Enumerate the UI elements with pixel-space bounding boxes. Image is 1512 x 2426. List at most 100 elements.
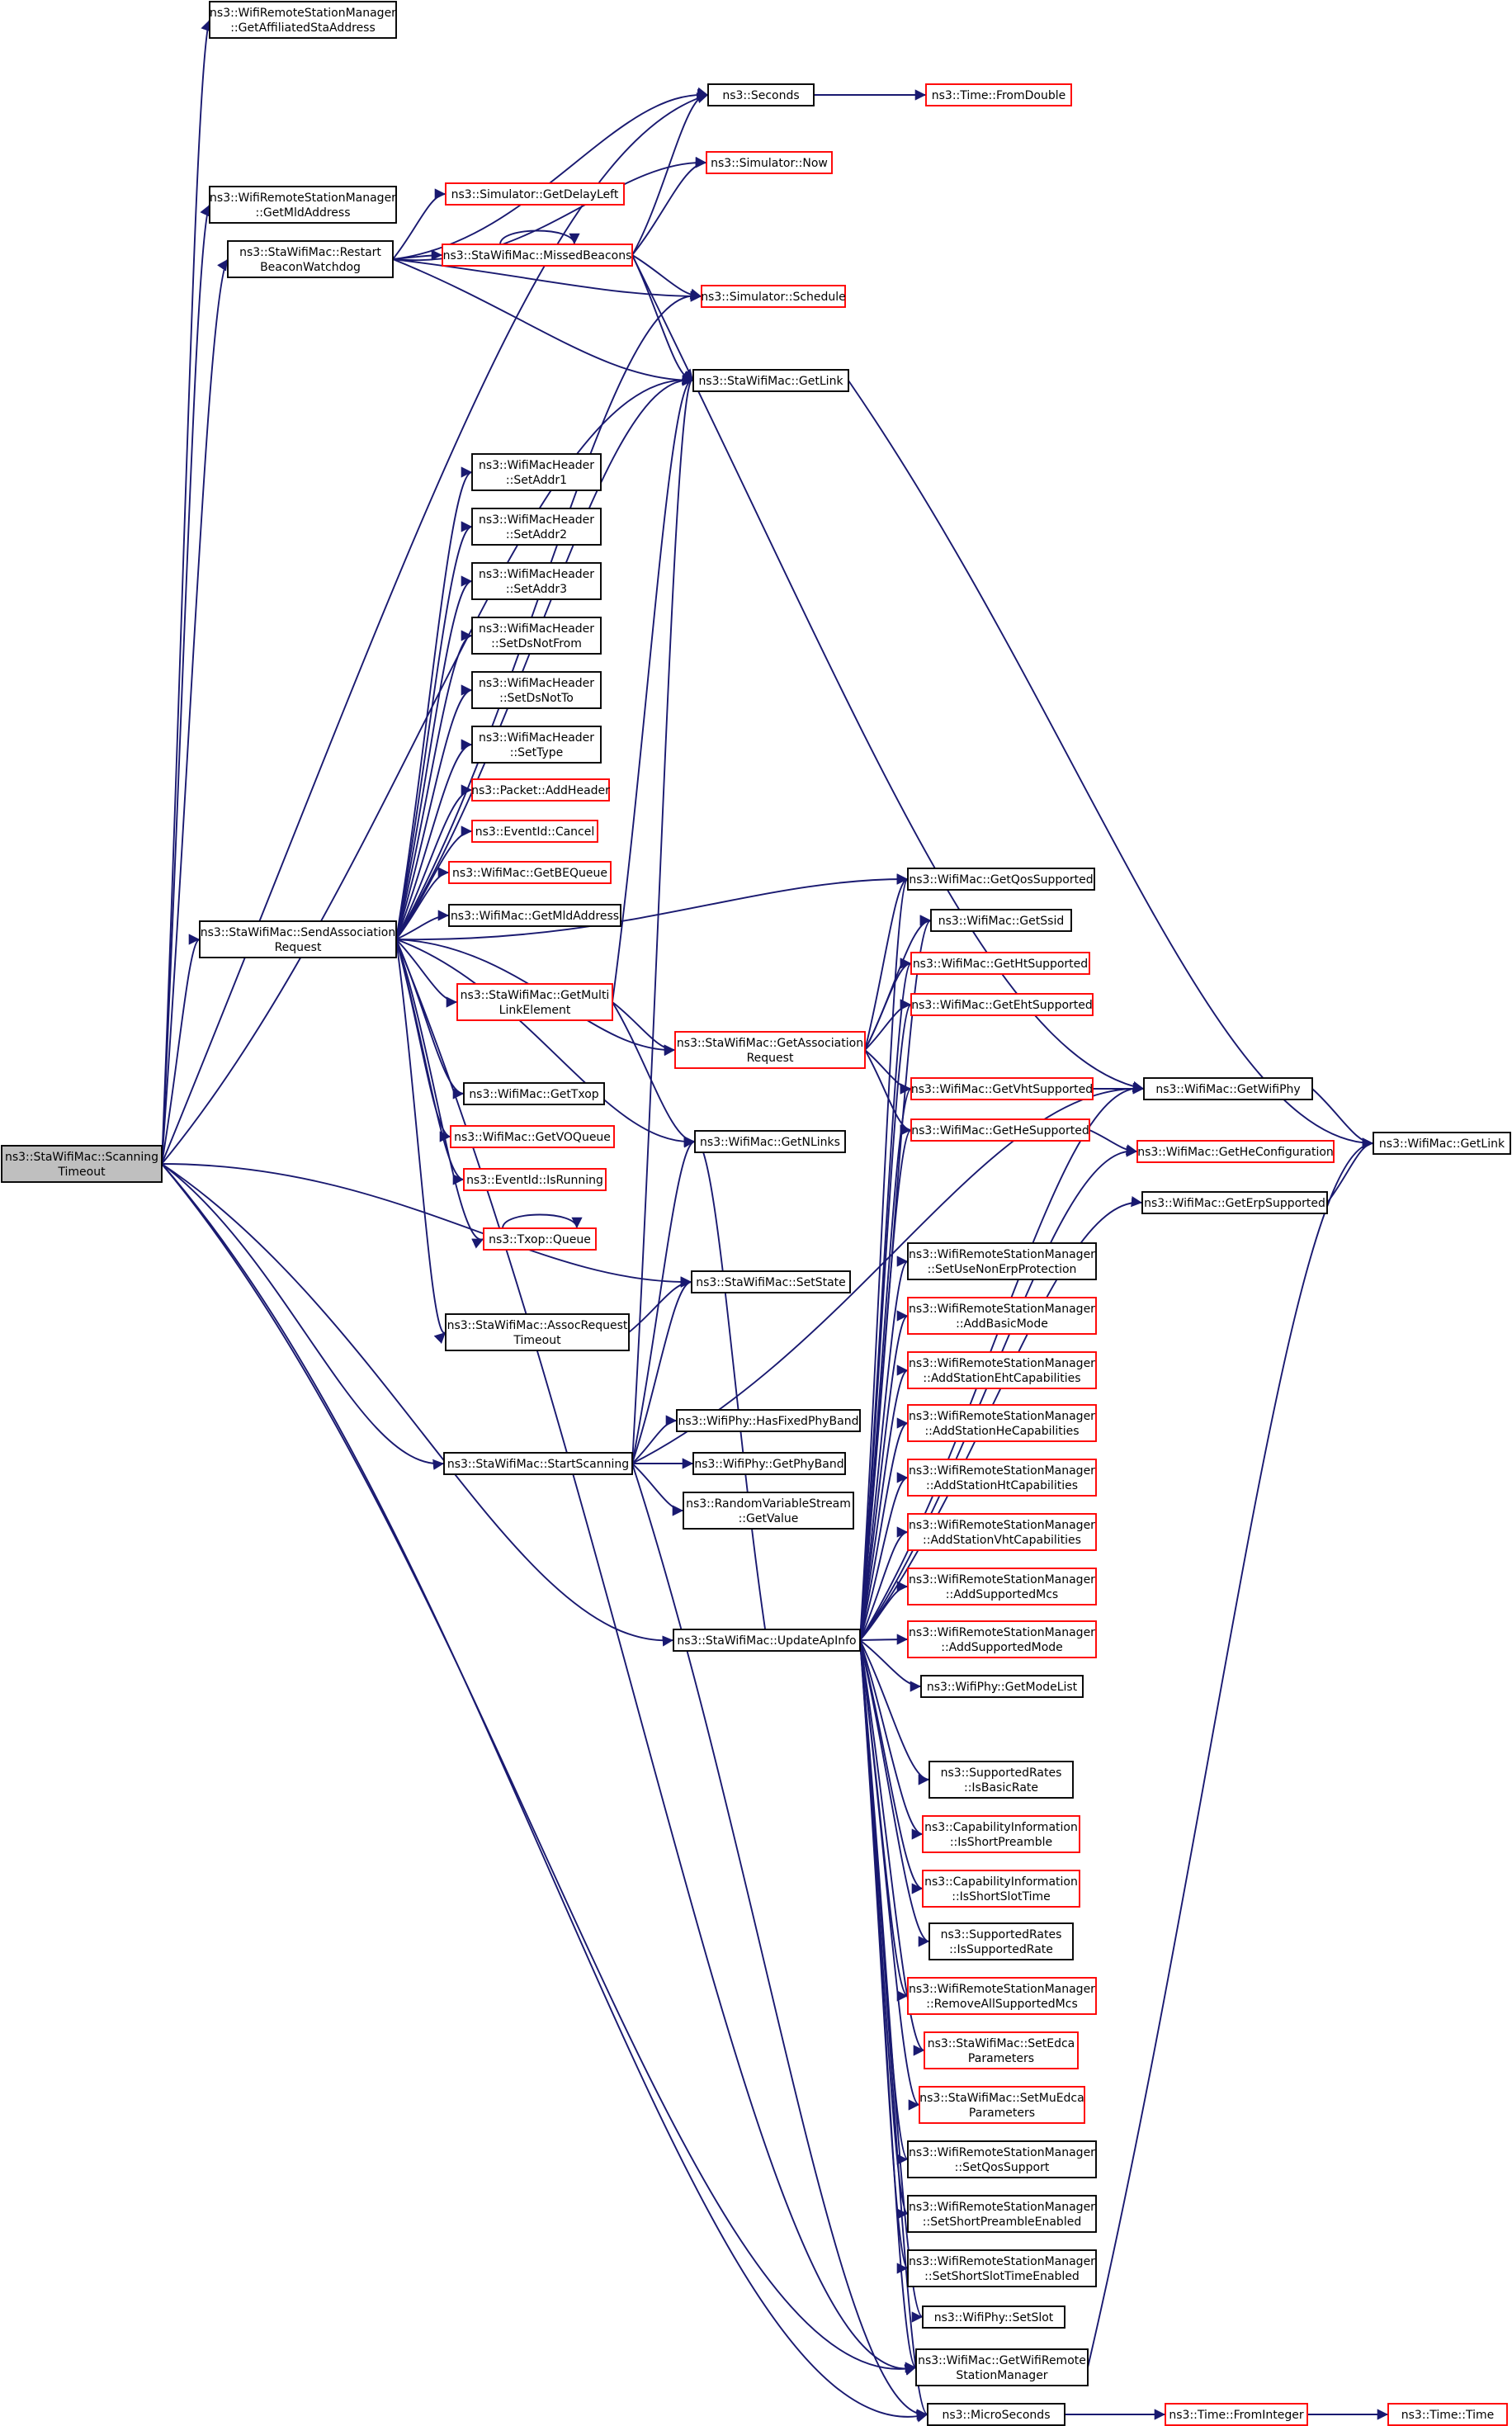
function-node[interactable]: ns3::Time::FromDouble <box>925 83 1072 106</box>
edge-n21-to-n66 <box>395 939 917 2376</box>
function-node[interactable]: ns3::WifiMacHeader::SetAddr2 <box>471 508 602 546</box>
function-node[interactable]: ns3::WifiMac::GetVhtSupported <box>910 1077 1094 1100</box>
function-node[interactable]: ns3::RandomVariableStream::GetValue <box>683 1492 854 1530</box>
function-node[interactable]: ns3::WifiRemoteStationManager::AddStatio… <box>907 1459 1097 1497</box>
node-box <box>707 83 815 106</box>
node-label: ::AddStationVhtCapabilities <box>923 1534 1081 1547</box>
function-node[interactable]: ns3::WifiRemoteStationManager::AddSuppor… <box>907 1620 1097 1658</box>
function-node[interactable]: ns3::StaWifiMac::MissedBeacons <box>442 244 633 267</box>
function-node[interactable]: ns3::EventId::IsRunning <box>463 1168 607 1191</box>
node-box <box>683 1492 854 1530</box>
node-label: ns3::WifiRemoteStationManager <box>909 1519 1095 1532</box>
edge-n8-to-n36 <box>631 254 1145 1092</box>
edge-n53-to-n47 <box>859 1581 909 1641</box>
edge-n35-to-n37 <box>1089 1129 1138 1157</box>
function-node[interactable]: ns3::WifiMac::GetNLinks <box>694 1130 846 1153</box>
function-node[interactable]: ns3::StaWifiMac::StartScanning <box>443 1452 633 1475</box>
function-node[interactable]: ns3::WifiMac::GetEhtSupported <box>910 993 1094 1016</box>
function-node[interactable]: ns3::StaWifiMac::UpdateApInfo <box>673 1629 861 1652</box>
node-label: ::GetAffiliatedStaAddress <box>230 21 376 35</box>
node-box <box>907 2140 1097 2178</box>
node-label: Parameters <box>968 2052 1034 2065</box>
function-node[interactable]: ns3::SupportedRates::IsBasicRate <box>928 1761 1074 1799</box>
function-node[interactable]: ns3::Seconds <box>707 83 815 106</box>
node-box <box>445 182 625 206</box>
function-node[interactable]: ns3::Simulator::GetDelayLeft <box>445 182 625 206</box>
function-node[interactable]: ns3::WifiMac::GetQosSupported <box>907 868 1095 891</box>
function-node[interactable]: ns3::Txop::Queue <box>483 1227 597 1251</box>
function-node[interactable]: ns3::WifiMac::GetLink <box>1373 1132 1511 1155</box>
node-label: ns3::WifiMac::GetBEQueue <box>452 867 607 880</box>
function-node[interactable]: ns3::WifiRemoteStationManager::SetUseNon… <box>907 1242 1097 1280</box>
function-node[interactable]: ns3::WifiRemoteStationManager::AddSuppor… <box>907 1568 1097 1606</box>
function-node[interactable]: ns3::WifiMac::GetHeConfiguration <box>1136 1140 1335 1163</box>
function-node[interactable]: ns3::WifiMacHeader::SetDsNotFrom <box>471 617 602 655</box>
function-node[interactable]: ns3::WifiPhy::HasFixedPhyBand <box>676 1409 861 1432</box>
function-node[interactable]: ns3::WifiPhy::GetPhyBand <box>692 1452 846 1475</box>
function-node[interactable]: ns3::WifiMacHeader::SetAddr3 <box>471 562 602 600</box>
function-node[interactable]: ns3::WifiRemoteStationManager::AddBasicM… <box>907 1297 1097 1335</box>
node-label: ns3::StaWifiMac::AssocRequest <box>447 1319 628 1332</box>
node-label: ns3::WifiMac::GetLink <box>1379 1137 1505 1151</box>
function-node[interactable]: ns3::WifiRemoteStationManager::SetShortP… <box>907 2195 1097 2233</box>
function-node[interactable]: ns3::StaWifiMac::SetState <box>691 1270 851 1293</box>
edge-n53-to-n29 <box>694 1132 768 1641</box>
function-node[interactable]: ns3::EventId::Cancel <box>471 820 598 843</box>
node-label: ns3::WifiMac::GetErpSupported <box>1144 1197 1325 1210</box>
function-node[interactable]: ns3::WifiMac::GetHeSupported <box>910 1118 1090 1142</box>
node-label: ::IsShortPreamble <box>950 1836 1052 1849</box>
function-node[interactable]: ns3::CapabilityInformation::IsShortPream… <box>922 1815 1080 1853</box>
edge-n53-to-n66 <box>859 1639 917 2373</box>
function-node[interactable]: ns3::WifiMac::GetBEQueue <box>448 861 612 884</box>
node-box <box>209 1 397 39</box>
edge-n21-to-n20 <box>395 910 450 940</box>
function-node[interactable]: ns3::WifiRemoteStationManager::AddStatio… <box>907 1404 1097 1442</box>
function-node[interactable]: ns3::Simulator::Now <box>706 151 833 174</box>
function-node[interactable]: ns3::WifiMac::GetVOQueue <box>450 1125 615 1148</box>
function-node[interactable]: ns3::Packet::AddHeader <box>471 778 610 802</box>
function-node[interactable]: ns3::SupportedRates::IsSupportedRate <box>928 1922 1074 1960</box>
edge-n0-to-n5 <box>161 204 210 1165</box>
node-box <box>471 671 602 709</box>
function-node[interactable]: ns3::WifiPhy::SetSlot <box>922 2305 1065 2329</box>
function-node[interactable]: ns3::WifiMacHeader::SetDsNotTo <box>471 671 602 709</box>
node-label: ns3::WifiRemoteStationManager <box>909 1983 1095 1996</box>
function-node[interactable]: ns3::WifiMac::GetSsid <box>930 909 1072 932</box>
node-label: ns3::WifiMac::GetWifiPhy <box>1155 1083 1300 1096</box>
function-node[interactable]: ns3::WifiRemoteStationManager::SetQosSup… <box>907 2140 1097 2178</box>
function-node[interactable]: ns3::WifiRemoteStationManager::GetMldAdd… <box>209 186 397 224</box>
function-node[interactable]: ns3::WifiRemoteStationManager::RemoveAll… <box>907 1977 1097 2015</box>
function-node[interactable]: ns3::WifiMac::GetMldAddress <box>448 904 621 927</box>
function-node[interactable]: ns3::WifiMac::GetErpSupported <box>1141 1191 1328 1214</box>
function-node[interactable]: ns3::CapabilityInformation::IsShortSlotT… <box>922 1870 1080 1908</box>
edge-n21-to-n16 <box>395 739 473 940</box>
node-label: ns3::WifiMacHeader <box>479 622 594 636</box>
function-node[interactable]: ns3::Simulator::Schedule <box>701 285 846 308</box>
function-node[interactable]: ns3::WifiMac::GetHtSupported <box>910 952 1090 975</box>
function-node[interactable]: ns3::WifiRemoteStationManager::SetShortS… <box>907 2249 1097 2287</box>
function-node[interactable]: ns3::WifiMac::GetTxop <box>463 1082 605 1105</box>
node-label: ns3::StaWifiMac::GetAssociation <box>677 1037 863 1050</box>
function-node[interactable]: ns3::WifiMacHeader::SetAddr1 <box>471 453 602 491</box>
function-node[interactable]: ns3::WifiRemoteStationManager::AddStatio… <box>907 1513 1097 1551</box>
function-node[interactable]: ns3::Time::Time <box>1387 2403 1508 2426</box>
node-label: ns3::Txop::Queue <box>489 1233 591 1246</box>
function-node[interactable]: ns3::WifiRemoteStationManager::GetAffili… <box>209 1 397 39</box>
function-node[interactable]: ns3::StaWifiMac::GetLink <box>692 369 849 392</box>
function-node[interactable]: ns3::WifiPhy::GetModeList <box>920 1675 1084 1698</box>
function-node[interactable]: ns3::WifiMacHeader::SetType <box>471 726 602 764</box>
function-node[interactable]: ns3::WifiMac::GetWifiPhy <box>1143 1077 1313 1100</box>
function-node[interactable]: ns3::MicroSeconds <box>927 2403 1065 2426</box>
function-node[interactable]: ns3::Time::FromInteger <box>1165 2403 1308 2426</box>
function-node[interactable]: ns3::WifiMac::GetWifiRemoteStationManage… <box>915 2348 1089 2386</box>
function-node[interactable]: ns3::WifiRemoteStationManager::AddStatio… <box>907 1351 1097 1389</box>
node-label: Timeout <box>57 1166 106 1179</box>
node-label: ns3::WifiMac::GetSsid <box>938 915 1064 928</box>
